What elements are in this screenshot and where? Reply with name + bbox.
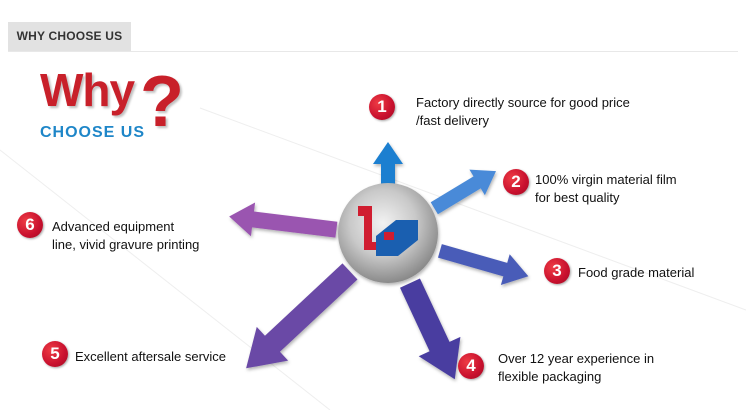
- arrow-4: [400, 278, 461, 380]
- feature-2-number: 2: [503, 169, 529, 195]
- feature-5-text: Excellent aftersale service: [75, 348, 226, 366]
- feature-2-line1: 100% virgin material film: [535, 172, 677, 187]
- feature-1-number: 1: [369, 94, 395, 120]
- question-mark-icon: ?: [140, 62, 184, 142]
- arrow-1: [373, 142, 403, 184]
- feature-3-number: 3: [544, 258, 570, 284]
- feature-5-number: 5: [42, 341, 68, 367]
- feature-2-text: 100% virgin material film for best quali…: [535, 171, 677, 207]
- tab-divider: [8, 51, 738, 52]
- watermark: [0, 107, 746, 410]
- feature-6-line1: Advanced equipment: [52, 219, 175, 234]
- feature-1-text: Factory directly source for good price /…: [416, 94, 630, 130]
- feature-4-line2: flexible packaging: [498, 369, 602, 384]
- feature-5-line1: Excellent aftersale service: [75, 349, 227, 364]
- arrow-2: [430, 169, 497, 215]
- arrow-5: [246, 263, 358, 369]
- feature-3-line1: Food grade material: [578, 265, 695, 280]
- feature-4-number: 4: [458, 353, 484, 379]
- feature-6-number: 6: [17, 212, 43, 238]
- company-logo-icon: [358, 206, 418, 256]
- feature-1-line1: Factory directly source for good price: [416, 95, 630, 110]
- feature-6-text: Advanced equipment line, vivid gravure p…: [52, 218, 199, 254]
- arrow-6: [229, 202, 338, 238]
- choose-us-heading: CHOOSE US: [40, 124, 146, 141]
- feature-4-text: Over 12 year experience in flexible pack…: [498, 350, 654, 386]
- feature-1-line2: /fast delivery: [416, 113, 489, 128]
- tab-why-choose-us[interactable]: WHY CHOOSE US: [8, 22, 131, 51]
- arrow-3: [437, 244, 529, 286]
- feature-4-line1: Over 12 year experience in: [498, 351, 655, 366]
- feature-2-line2: for best quality: [535, 190, 620, 205]
- feature-6-line2: line, vivid gravure printing: [52, 237, 200, 252]
- why-heading: Why: [40, 64, 135, 116]
- feature-3-text: Food grade material: [578, 264, 694, 282]
